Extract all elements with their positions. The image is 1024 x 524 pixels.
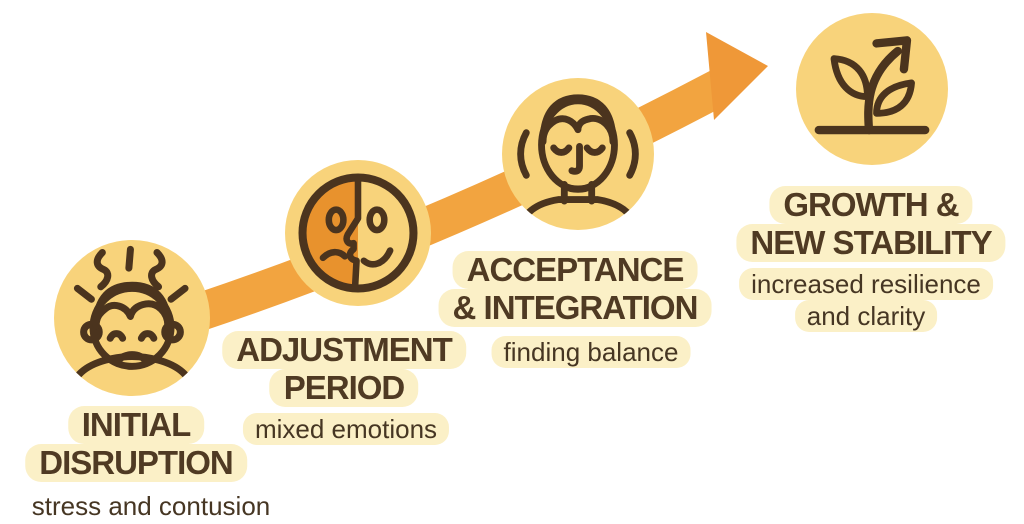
stage-subtitle-initial-disruption: stress and contusion bbox=[20, 490, 282, 522]
stage-circle-initial-disruption bbox=[54, 240, 210, 396]
stage-circle-growth-new-stability bbox=[796, 13, 948, 165]
stage-title-adjustment-period: ADJUSTMENT PERIOD bbox=[222, 331, 466, 407]
title-line: PERIOD bbox=[269, 369, 419, 407]
stage-circle-adjustment-period bbox=[285, 160, 431, 306]
subtitle-line: finding balance bbox=[491, 336, 691, 368]
dual-mood-face-icon bbox=[298, 173, 418, 293]
stage-title-growth-new-stability: GROWTH & NEW STABILITY bbox=[736, 186, 1006, 262]
stage-subtitle-adjustment-period: mixed emotions bbox=[242, 413, 450, 445]
subtitle-line: mixed emotions bbox=[242, 413, 450, 445]
title-line: DISRUPTION bbox=[25, 444, 247, 482]
stage-subtitle-acceptance-integration: finding balance bbox=[491, 336, 691, 368]
title-line: INITIAL bbox=[67, 406, 205, 444]
stage-title-initial-disruption: INITIAL DISRUPTION bbox=[25, 406, 247, 482]
arrow-head bbox=[706, 32, 768, 120]
title-line: NEW STABILITY bbox=[736, 224, 1006, 262]
title-line: GROWTH & bbox=[769, 186, 973, 224]
growth-plant-arrow-icon bbox=[814, 36, 930, 135]
title-line: & INTEGRATION bbox=[438, 289, 712, 327]
title-line: ADJUSTMENT bbox=[222, 331, 466, 369]
title-line: ACCEPTANCE bbox=[452, 251, 698, 289]
subtitle-line: stress and contusion bbox=[31, 491, 271, 521]
stage-subtitle-growth-new-stability: increased resilience and clarity bbox=[739, 268, 993, 332]
subtitle-line: increased resilience bbox=[739, 268, 993, 300]
stage-circle-acceptance-integration bbox=[502, 78, 654, 230]
calm-face-icon bbox=[514, 94, 642, 230]
stage-title-acceptance-integration: ACCEPTANCE & INTEGRATION bbox=[438, 251, 712, 327]
stressed-person-icon bbox=[64, 245, 200, 396]
subtitle-line: and clarity bbox=[794, 300, 938, 332]
